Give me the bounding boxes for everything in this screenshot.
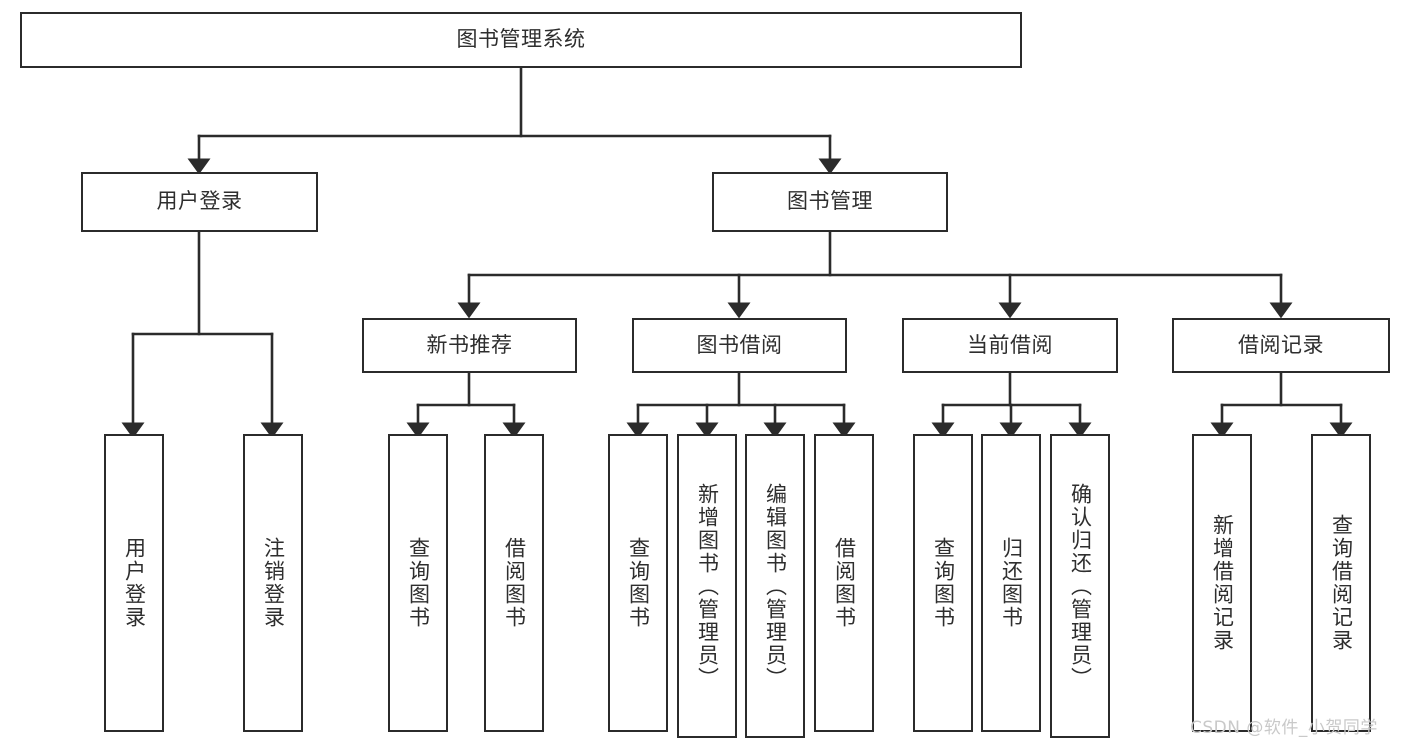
leaf-query-book-3-label: 查询图书 (931, 537, 956, 629)
leaf-query-book-2[interactable]: 查询图书 (608, 434, 668, 732)
leaf-logout-label: 注销登录 (261, 537, 286, 629)
node-borrow-record[interactable]: 借阅记录 (1172, 318, 1390, 373)
node-root-label: 图书管理系统 (456, 27, 586, 52)
node-user-login-label: 用户登录 (156, 189, 243, 214)
leaf-borrow-book-1[interactable]: 借阅图书 (484, 434, 544, 732)
leaf-edit-book-label: 编辑图书（管理员） (763, 482, 788, 690)
node-user-login[interactable]: 用户登录 (81, 172, 318, 232)
leaf-query-book-2-label: 查询图书 (626, 537, 651, 629)
leaf-add-book-label: 新增图书（管理员） (695, 482, 720, 690)
leaf-add-record[interactable]: 新增借阅记录 (1192, 434, 1252, 732)
leaf-borrow-book-2-label: 借阅图书 (832, 537, 857, 629)
leaf-user-login-label: 用户登录 (122, 537, 147, 629)
node-current-borrow-label: 当前借阅 (967, 332, 1053, 357)
leaf-user-login[interactable]: 用户登录 (104, 434, 164, 732)
leaf-query-record-label: 查询借阅记录 (1329, 514, 1354, 652)
leaf-confirm-return-label: 确认归还（管理员） (1068, 482, 1093, 690)
csdn-watermark: CSDN @软件_小贺同学 (1190, 718, 1378, 738)
leaf-edit-book[interactable]: 编辑图书（管理员） (745, 434, 805, 738)
leaf-return-book-label: 归还图书 (999, 537, 1024, 629)
leaf-borrow-book-2[interactable]: 借阅图书 (814, 434, 874, 732)
node-new-book-recommend-label: 新书推荐 (426, 332, 513, 357)
leaf-logout[interactable]: 注销登录 (243, 434, 303, 732)
leaf-borrow-book-1-label: 借阅图书 (502, 537, 527, 629)
node-new-book-recommend[interactable]: 新书推荐 (362, 318, 577, 373)
node-root[interactable]: 图书管理系统 (20, 12, 1022, 68)
leaf-return-book[interactable]: 归还图书 (981, 434, 1041, 732)
node-book-borrow[interactable]: 图书借阅 (632, 318, 847, 373)
node-book-borrow-label: 图书借阅 (696, 332, 783, 357)
leaf-add-book[interactable]: 新增图书（管理员） (677, 434, 737, 738)
node-book-manage-label: 图书管理 (787, 189, 873, 214)
leaf-query-record[interactable]: 查询借阅记录 (1311, 434, 1371, 732)
leaf-add-record-label: 新增借阅记录 (1210, 514, 1235, 652)
leaf-query-book-3[interactable]: 查询图书 (913, 434, 973, 732)
leaf-query-book-1[interactable]: 查询图书 (388, 434, 448, 732)
node-borrow-record-label: 借阅记录 (1238, 332, 1324, 357)
node-current-borrow[interactable]: 当前借阅 (902, 318, 1118, 373)
leaf-confirm-return[interactable]: 确认归还（管理员） (1050, 434, 1110, 738)
leaf-query-book-1-label: 查询图书 (406, 537, 431, 629)
node-book-manage[interactable]: 图书管理 (712, 172, 948, 232)
